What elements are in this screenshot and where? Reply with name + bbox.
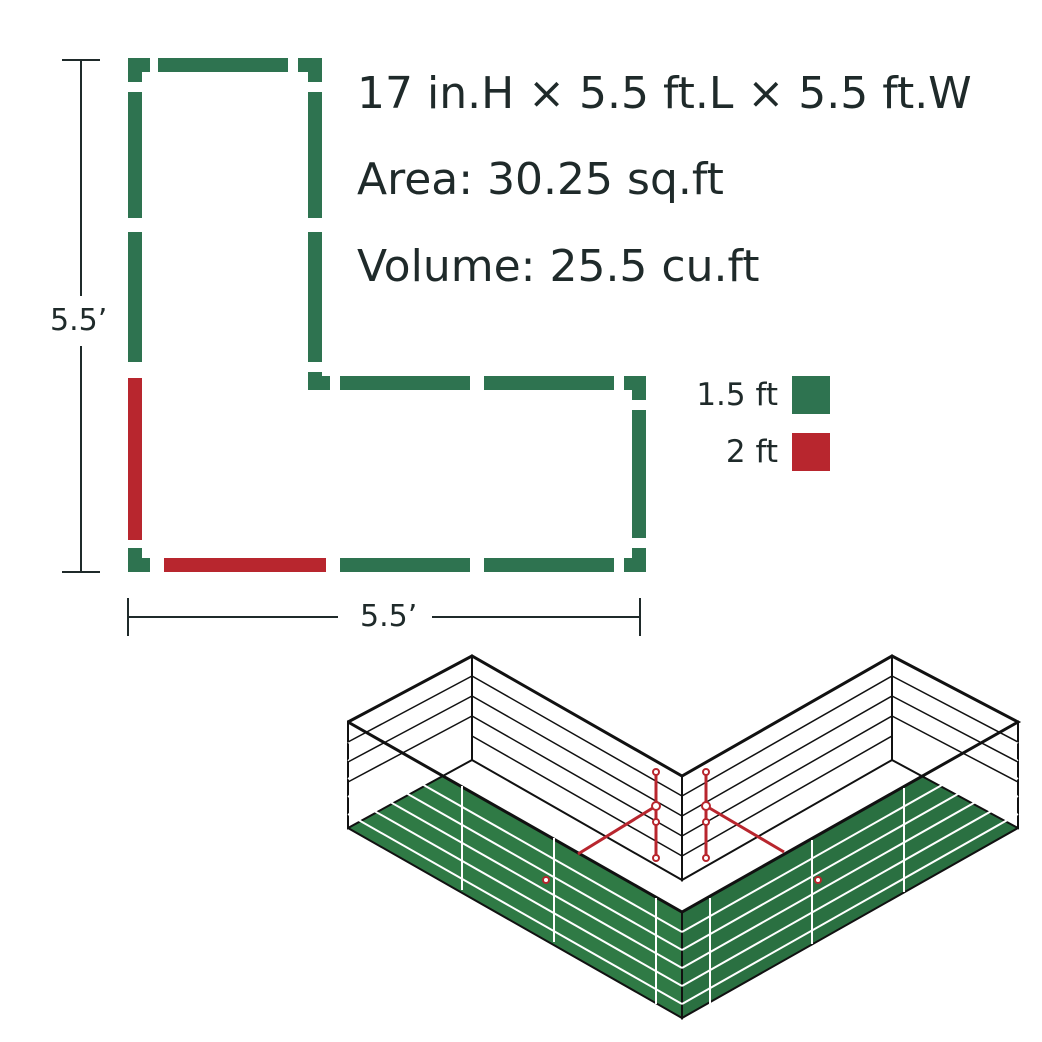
- outer-corrugation: [347, 741, 1019, 1005]
- inner-corrugation: [347, 675, 1019, 857]
- height-dimension-line: [62, 59, 100, 573]
- volume-text: Volume: 25.5 cu.ft: [357, 241, 760, 292]
- legend-swatch-green: [792, 376, 830, 414]
- top-rim: [347, 654, 1022, 914]
- dimensions-text: 17 in.H × 5.5 ft.L × 5.5 ft.W: [357, 68, 972, 119]
- plan-view: [128, 58, 646, 572]
- legend-label: 2 ft: [725, 433, 778, 470]
- corner-braces: [577, 770, 785, 860]
- isometric-bed: [347, 654, 1022, 1020]
- area-text: Area: 30.25 sq.ft: [357, 154, 724, 205]
- width-dimension-label: 5.5’: [356, 602, 422, 632]
- legend-swatch-red: [792, 433, 830, 471]
- width-dimension-line: [127, 598, 641, 636]
- legend-item-2ft: 2 ft: [678, 433, 830, 471]
- plan-green-panels: [128, 58, 646, 572]
- legend-item-1-5ft: 1.5 ft: [678, 376, 830, 414]
- plan-red-panels: [128, 378, 326, 572]
- brace-bolts: [542, 768, 822, 884]
- height-dimension-label: 5.5’: [50, 303, 108, 338]
- legend-label: 1.5 ft: [696, 376, 778, 413]
